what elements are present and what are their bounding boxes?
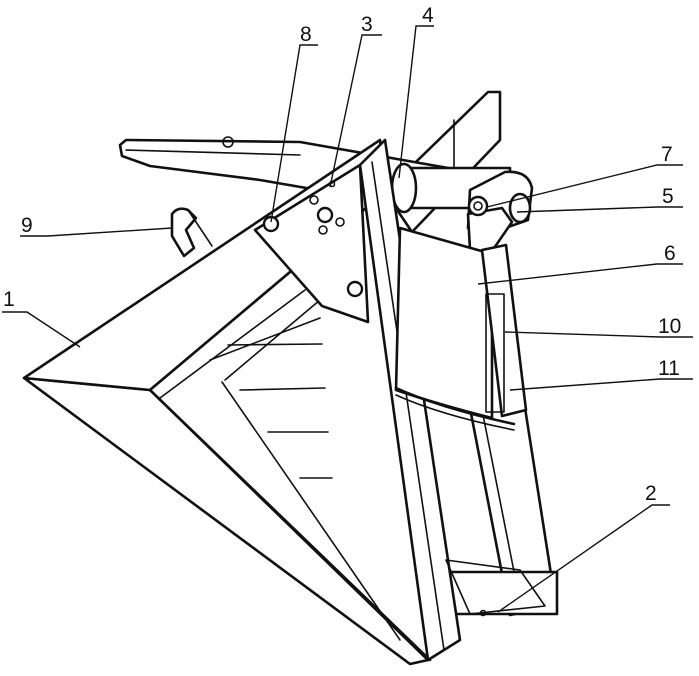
callout-7: 7 [661,143,673,166]
front-diagonal-post [358,138,462,662]
callout-6: 6 [664,242,676,265]
bearing-bracket [466,170,534,256]
callout-1: 1 [3,288,15,311]
callout-10: 10 [658,315,681,338]
wing-nut-icon [309,195,345,235]
gate-flap [394,226,494,420]
side-plate [253,163,370,324]
lower-window [445,559,546,617]
callout-8: 8 [300,23,312,46]
callout-9: 9 [21,214,33,237]
callout-5: 5 [662,185,674,208]
callout-11: 11 [658,357,680,380]
curved-strip [394,386,516,431]
callout-labels: 1 2 3 4 5 6 7 8 9 10 11 [3,4,681,505]
hook [170,207,213,258]
callout-3: 3 [361,13,373,36]
slotted-guide [480,243,528,418]
callout-2: 2 [645,482,657,505]
leader-lines [2,25,693,613]
inner-louvres [159,289,333,479]
callout-4: 4 [422,4,434,27]
